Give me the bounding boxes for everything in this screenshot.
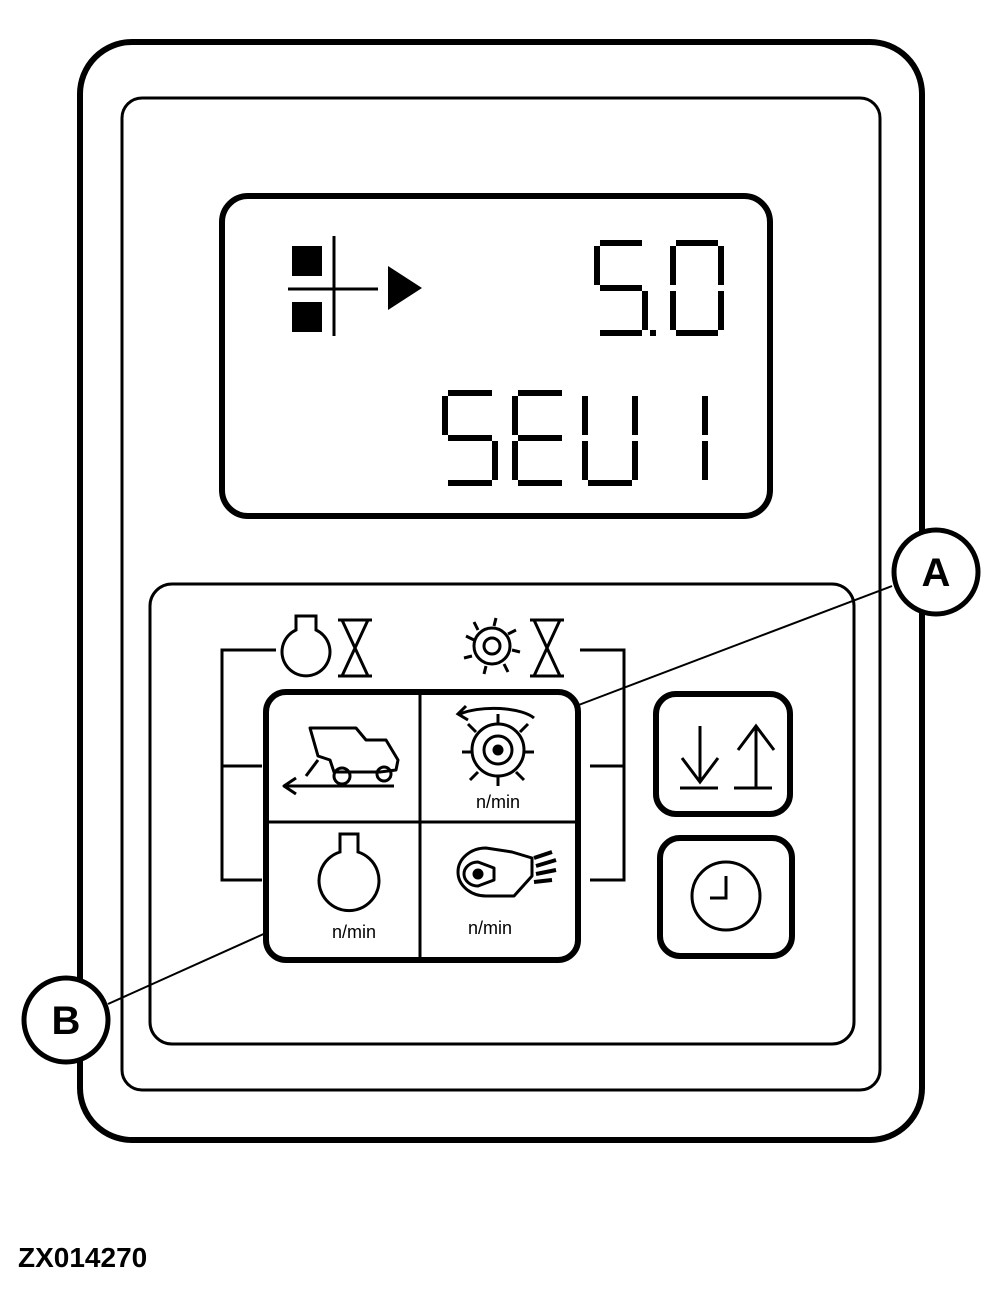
digit-1-segment-a — [518, 390, 562, 396]
figure-id: ZX014270 — [18, 1242, 148, 1273]
digit-0-segment-f — [594, 246, 600, 285]
digit-1-segment-c — [718, 291, 724, 330]
decimal-point — [650, 330, 656, 336]
digit-1-segment-e — [512, 441, 518, 480]
digit-1-segment-e — [670, 291, 676, 330]
digit-0-segment-f — [442, 396, 448, 435]
digit-0-segment-a — [448, 390, 492, 396]
digit-1-segment-b — [718, 246, 724, 285]
callout-b-label: B — [52, 999, 81, 1043]
digit-1-segment-a — [676, 240, 718, 246]
keypad-panel — [148, 582, 856, 1046]
digit-1-segment-d — [676, 330, 718, 336]
digit-0-segment-g — [448, 435, 492, 441]
split-arrow-icon — [288, 236, 422, 336]
digit-3-segment-b — [702, 396, 708, 435]
clock-icon — [690, 860, 762, 932]
function-keypad — [263, 689, 581, 963]
keypad-brackets — [220, 648, 626, 882]
harvester-travel-icon — [282, 726, 400, 796]
engine-icon — [317, 832, 381, 913]
display-line-2 — [442, 390, 708, 486]
digit-2-segment-b — [632, 396, 638, 435]
callout-a: A — [575, 527, 981, 707]
digit-0-segment-d — [448, 480, 492, 486]
digit-0-segment-g — [600, 285, 642, 291]
digit-0-segment-a — [600, 240, 642, 246]
callout-a-label: A — [922, 551, 951, 595]
cutterhead-hourglass-icon — [463, 617, 564, 678]
engine-hourglass-icon — [280, 614, 372, 678]
blower-icon — [456, 846, 557, 898]
height-adjust-icon — [680, 723, 776, 790]
monitor-bezel — [120, 96, 882, 1092]
digit-1-segment-f — [670, 246, 676, 285]
display-line-1 — [594, 240, 724, 336]
engine-speed-key[interactable]: n/min — [270, 824, 418, 956]
engine-speed-unit: n/min — [332, 922, 376, 942]
blower-speed-key[interactable]: n/min — [422, 824, 574, 956]
digit-1-segment-f — [512, 396, 518, 435]
digit-1-segment-d — [518, 480, 562, 486]
cutterhead-speed-unit: n/min — [476, 792, 520, 812]
callout-b: B — [21, 931, 269, 1065]
digit-0-segment-c — [642, 291, 648, 330]
digit-2-segment-c — [632, 441, 638, 480]
lcd-display — [219, 193, 773, 519]
height-adjust-button[interactable] — [653, 691, 793, 817]
cutterhead-rotation-icon — [455, 704, 535, 786]
digit-2-segment-e — [582, 441, 588, 480]
cutterhead-speed-key[interactable]: n/min — [422, 696, 574, 820]
digit-2-segment-f — [582, 396, 588, 435]
digit-1-segment-g — [518, 435, 562, 441]
digit-2-segment-d — [588, 480, 632, 486]
digit-0-segment-d — [600, 330, 642, 336]
digit-3-segment-c — [702, 441, 708, 480]
blower-speed-unit: n/min — [468, 918, 512, 938]
clock-button[interactable] — [657, 835, 795, 959]
digit-0-segment-c — [492, 441, 498, 480]
harvester-travel-key[interactable] — [270, 696, 418, 820]
